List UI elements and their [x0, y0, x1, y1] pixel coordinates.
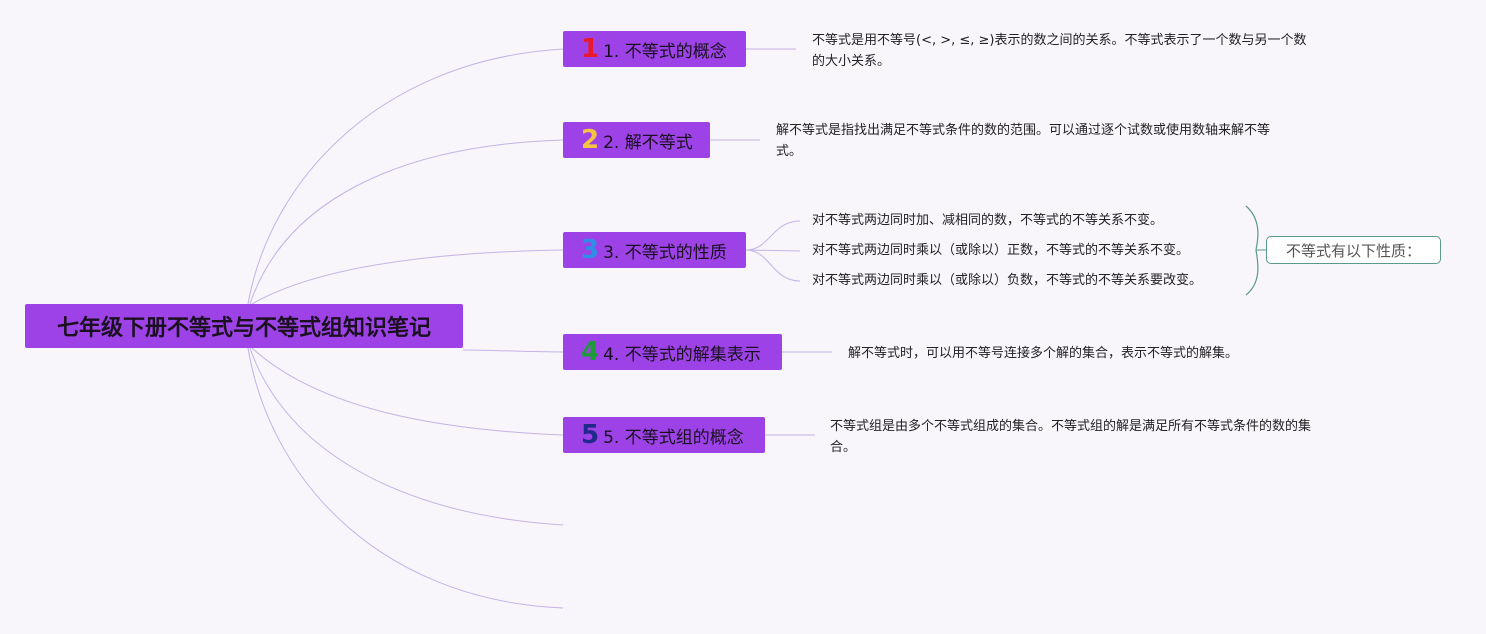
topic-5-note: 不等式组是由多个不等式组成的集合。不等式组的解是满足所有不等式条件的数的集合。: [830, 419, 1312, 455]
number-2-icon: 2: [581, 125, 600, 155]
number-3-icon: 3: [581, 235, 600, 265]
link-topic-3-prop-1: [745, 220, 801, 251]
link-root-topic-2: [249, 139, 564, 305]
property-2: 对不等式两边同时乘以（或除以）正数，不等式的不等关系不变。: [812, 243, 1190, 258]
root-title: 七年级下册不等式与不等式组知识笔记: [56, 316, 431, 341]
number-5-icon: 5: [581, 420, 600, 450]
link-root-empty-1: [249, 347, 564, 526]
number-1-icon: 1: [581, 34, 600, 64]
topic-1-label: 1. 不等式的概念: [603, 41, 727, 62]
link-topic-3-prop-3: [745, 249, 801, 282]
topic-4[interactable]: 4 4. 不等式的解集表示: [563, 334, 782, 370]
properties-summary[interactable]: 不等式有以下性质：: [1266, 236, 1441, 264]
link-root-topic-5: [251, 347, 564, 436]
topic-3-label: 3. 不等式的性质: [603, 242, 727, 263]
number-4-icon: 4: [581, 337, 600, 367]
topic-1-note: 不等式是用不等号(<, >, ≤, ≥)表示的数之间的关系。不等式表示了一个数与…: [812, 33, 1307, 69]
topic-3[interactable]: 3 3. 不等式的性质: [563, 232, 746, 268]
topic-1[interactable]: 1 1. 不等式的概念: [563, 31, 746, 67]
topic-5-label: 5. 不等式组的概念: [603, 427, 744, 448]
topic-2-note: 解不等式是指找出满足不等式条件的数的范围。可以通过逐个试数或使用数轴来解不等式。: [776, 123, 1271, 159]
topic-5[interactable]: 5 5. 不等式组的概念: [563, 417, 765, 453]
topic-4-note: 解不等式时，可以用不等号连接多个解的集合，表示不等式的解集。: [848, 346, 1239, 361]
link-root-topic-1: [247, 48, 564, 305]
topic-2-label: 2. 解不等式: [603, 132, 693, 153]
link-root-topic-4: [462, 349, 564, 353]
property-3: 对不等式两边同时乘以（或除以）负数，不等式的不等关系要改变。: [812, 273, 1203, 288]
link-root-topic-3: [251, 249, 564, 305]
link-topic-3-prop-2: [745, 249, 801, 252]
topic-4-label: 4. 不等式的解集表示: [603, 344, 761, 365]
property-1: 对不等式两边同时加、减相同的数，不等式的不等关系不变。: [812, 213, 1164, 228]
link-root-empty-2: [247, 347, 564, 609]
topic-2[interactable]: 2 2. 解不等式: [563, 122, 710, 158]
root-topic[interactable]: 七年级下册不等式与不等式组知识笔记: [25, 304, 463, 348]
